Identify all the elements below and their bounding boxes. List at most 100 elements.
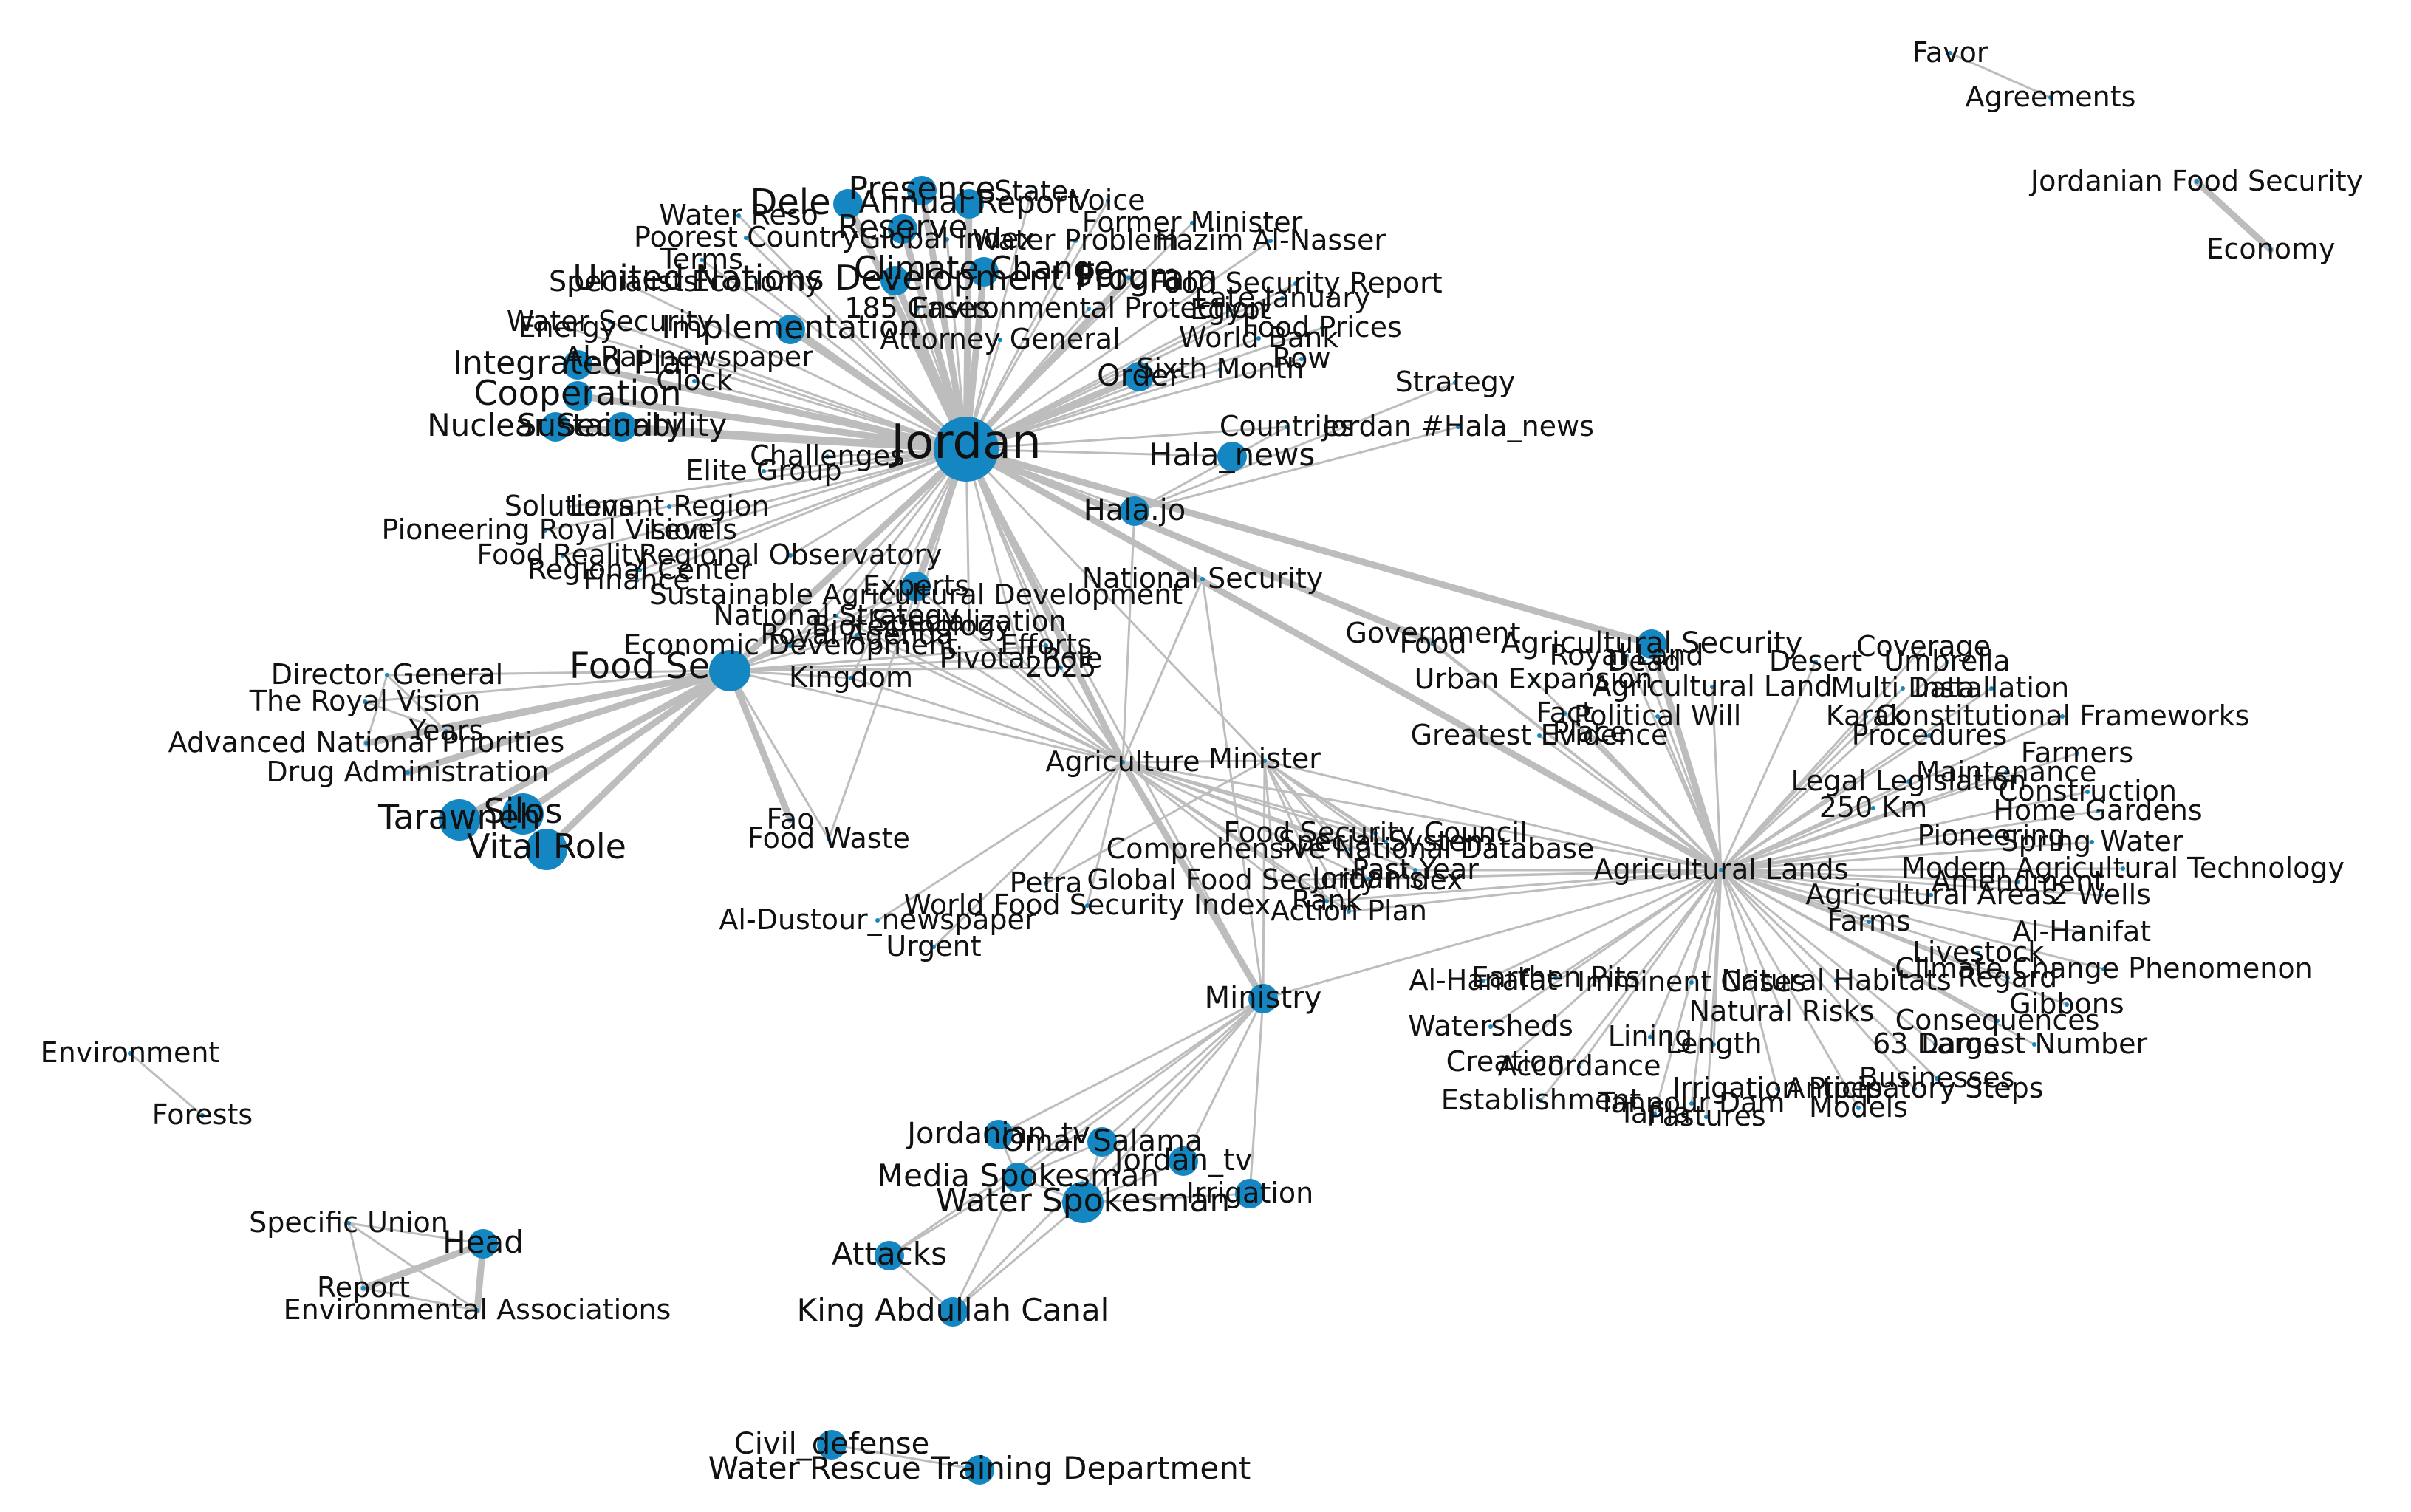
node-years[interactable]	[444, 729, 448, 733]
node-establishment[interactable]	[1539, 1098, 1543, 1103]
node-head[interactable]	[468, 1229, 498, 1259]
node-national-strategy[interactable]	[834, 614, 838, 618]
node-installation[interactable]	[1989, 686, 1994, 691]
node-construction[interactable]	[2085, 790, 2090, 794]
node-solutions[interactable]	[567, 504, 571, 509]
node-spring-water[interactable]	[2090, 840, 2094, 844]
node-home-gardens[interactable]	[2096, 809, 2100, 813]
node-poorest-country[interactable]	[744, 236, 748, 240]
node-250-km[interactable]	[1871, 806, 1875, 810]
node-integrated-plan[interactable]	[563, 350, 592, 380]
node-attorney-general[interactable]	[998, 338, 1002, 342]
node-natural-risks[interactable]	[1779, 1010, 1784, 1014]
node-food-prices[interactable]	[1320, 326, 1324, 330]
node-al-rai-newspaper[interactable]	[686, 355, 691, 360]
node-hazim-al-nasser[interactable]	[1268, 239, 1273, 243]
node-jordan-s[interactable]	[1366, 877, 1370, 881]
node-specialists[interactable]	[621, 280, 626, 284]
node-petra[interactable]	[1044, 881, 1048, 886]
node-clock[interactable]	[692, 379, 697, 383]
node-national-security[interactable]	[1200, 577, 1205, 581]
node-economic-development[interactable]	[788, 643, 793, 648]
node-amendment[interactable]	[2016, 880, 2020, 884]
node-egypt[interactable]	[1228, 308, 1233, 312]
node-sustainability[interactable]	[607, 412, 637, 442]
node-al-hanifat[interactable]	[2079, 930, 2084, 934]
node-models[interactable]	[1856, 1106, 1861, 1110]
node-irrigation-pipes[interactable]	[1775, 1087, 1779, 1091]
node-largest-number[interactable]	[2032, 1042, 2036, 1047]
node-modern-agricultural-technology[interactable]	[2121, 866, 2125, 871]
node-natural-habitats[interactable]	[1834, 979, 1839, 983]
node-water-spokesman[interactable]	[1062, 1182, 1104, 1223]
node-agreements[interactable]	[2048, 95, 2053, 100]
node-former-minister[interactable]	[1190, 221, 1194, 225]
node-late-january[interactable]	[1280, 296, 1285, 301]
node-specialization[interactable]	[967, 620, 971, 624]
node-water-security[interactable]	[608, 320, 612, 324]
node-regional-observatory[interactable]	[788, 553, 793, 558]
node-agriculture[interactable]	[1121, 760, 1125, 764]
node-strategy[interactable]	[1453, 380, 1457, 385]
node-constitutional-frameworks[interactable]	[2060, 714, 2065, 719]
node-imminent-crises[interactable]	[1689, 980, 1694, 985]
node-reserve[interactable]	[888, 214, 917, 244]
node-hala-jo[interactable]	[1120, 496, 1149, 526]
node-efforts[interactable]	[1044, 643, 1048, 648]
node-tannour-dam[interactable]	[1689, 1101, 1694, 1106]
node-global-food-security-index[interactable]	[1273, 878, 1277, 883]
node-environment[interactable]	[128, 1051, 132, 1056]
node-63-dams[interactable]	[1933, 1042, 1938, 1047]
node-climate-change-phenomenon[interactable]	[2101, 967, 2106, 971]
node-food-security-council[interactable]	[1373, 831, 1378, 835]
node-world-bank[interactable]	[1256, 336, 1261, 341]
node-king-abdullah-canal[interactable]	[938, 1297, 968, 1327]
node-jordanian-food-security[interactable]	[2195, 179, 2199, 184]
node-global-index[interactable]	[945, 237, 949, 242]
node-forum[interactable]	[1126, 276, 1131, 280]
node-climate-change[interactable]	[969, 257, 999, 287]
node-agricultural-security[interactable]	[1637, 629, 1666, 659]
node-annual-report[interactable]	[954, 189, 984, 219]
node-minister[interactable]	[1262, 759, 1267, 763]
node-row[interactable]	[1299, 357, 1304, 361]
node-countries[interactable]	[1285, 425, 1289, 429]
node-past-year[interactable]	[1413, 868, 1417, 872]
node-urgent[interactable]	[931, 945, 936, 949]
node-ministry[interactable]	[1248, 984, 1278, 1013]
node-united-nations-development-program[interactable]	[880, 266, 910, 295]
node-levels[interactable]	[691, 528, 695, 533]
node-fact[interactable]	[1562, 711, 1567, 716]
node-the-royal-vision[interactable]	[363, 699, 367, 704]
node-state[interactable]	[1029, 190, 1033, 194]
node-action-plan[interactable]	[1347, 909, 1351, 914]
node-procedures[interactable]	[1927, 733, 1932, 738]
node-place[interactable]	[1587, 731, 1592, 735]
node-jordan-hala-news[interactable]	[1456, 425, 1460, 429]
node-length[interactable]	[1711, 1042, 1716, 1047]
node-multi-data[interactable]	[1901, 686, 1905, 691]
node-elite-group[interactable]	[762, 469, 766, 473]
node-livestock[interactable]	[1976, 951, 1980, 955]
node-comprehensive-national-database[interactable]	[1348, 847, 1352, 852]
node-jordanian-tv[interactable]	[984, 1120, 1013, 1149]
node-jordan-tv[interactable]	[1169, 1146, 1198, 1176]
node-special-system[interactable]	[1384, 840, 1388, 844]
node-nuclear-security[interactable]	[541, 412, 570, 442]
node-water-resources[interactable]	[736, 213, 741, 218]
node-civil-defense[interactable]	[817, 1430, 847, 1460]
node-economy[interactable]	[754, 280, 759, 284]
node-karak[interactable]	[1864, 714, 1868, 719]
node-maintenance[interactable]	[2004, 770, 2008, 775]
node-lining[interactable]	[1648, 1035, 1652, 1039]
node-pioneering[interactable]	[1989, 834, 1994, 838]
node-food-reality[interactable]	[561, 553, 565, 558]
node-agricultural-areas[interactable]	[1929, 893, 1933, 897]
node-urban-expansion[interactable]	[1531, 677, 1536, 682]
node-presence[interactable]	[907, 176, 937, 205]
node-political-will[interactable]	[1655, 714, 1660, 719]
node-energy[interactable]	[565, 326, 570, 330]
node-food[interactable]	[1431, 642, 1435, 646]
node-tafila[interactable]	[1652, 1112, 1657, 1116]
node-finance[interactable]	[635, 578, 639, 583]
